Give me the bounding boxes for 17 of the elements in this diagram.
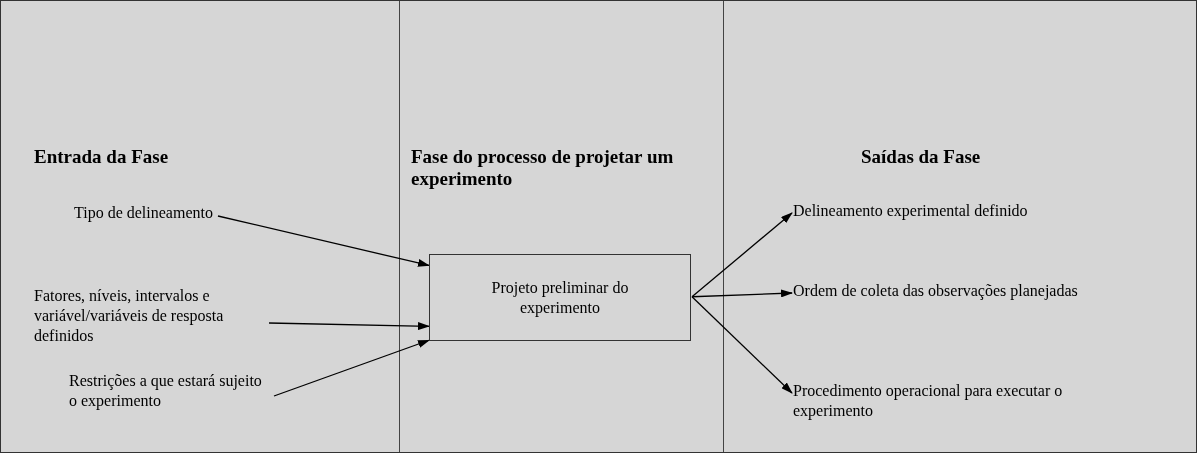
output-text: Ordem de coleta das observações planejadas <box>793 281 1078 301</box>
column-heading: Saídas da Fase <box>861 146 982 168</box>
input-text: Tipo de delineamento <box>74 203 213 223</box>
column-heading: Fase do processo de projetar um experimento <box>411 146 675 190</box>
box-text: Projeto preliminar do experimento <box>490 277 630 318</box>
arrow <box>691 296 793 394</box>
arrow <box>691 212 793 298</box>
arrow <box>268 322 430 331</box>
output-text: Delineamento experimental definido <box>793 201 1028 221</box>
process-box <box>429 254 691 341</box>
input-text: Restrições a que estará sujeito o experimento <box>69 371 269 411</box>
column-heading: Entrada da Fase <box>34 146 170 168</box>
output-text: Procedimento operacional para executar o experimento <box>793 381 1073 421</box>
input-text: Fatores, níveis, intervalos e variável/variáveis de resposta definidos <box>34 286 264 346</box>
arrow <box>273 339 430 397</box>
arrow <box>691 289 793 298</box>
arrow <box>217 215 430 267</box>
